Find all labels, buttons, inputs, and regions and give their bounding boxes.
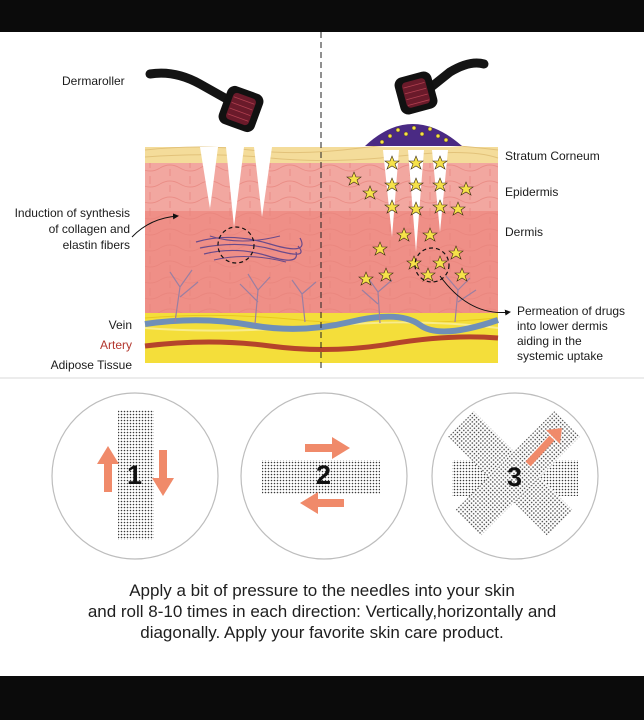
collagen-fibers <box>195 226 303 264</box>
dermaroller-left-icon <box>145 68 264 133</box>
vein-label: Vein <box>108 318 132 332</box>
drug-blob <box>365 124 462 146</box>
arrow-right-icon <box>305 437 350 459</box>
caption-line-3: diagonally. Apply your favorite skin car… <box>140 623 504 642</box>
artery-line <box>144 334 499 353</box>
skin-diagram <box>0 32 644 560</box>
step-1 <box>51 392 219 560</box>
step-3-number: 3 <box>507 462 523 492</box>
artery-label: Artery <box>99 338 132 352</box>
epidermis-label: Epidermis <box>505 185 559 199</box>
vessels <box>144 269 499 353</box>
arrow-up-icon <box>97 446 119 492</box>
bottom-letterbox <box>0 676 644 720</box>
permeation-label-2: into lower dermis <box>517 319 608 333</box>
arrow-down-icon <box>152 450 174 496</box>
dermis-label: Dermis <box>505 225 543 239</box>
induction-label-2: of collagen and <box>48 222 130 236</box>
step-1-number: 1 <box>127 460 143 490</box>
diagram-panel: Dermaroller Induction of synthesis of co… <box>0 32 644 676</box>
instructions-caption: Apply a bit of pressure to the needles i… <box>20 580 624 643</box>
caption-line-1: Apply a bit of pressure to the needles i… <box>129 581 515 600</box>
drug-particles <box>346 155 474 286</box>
stratum-label: Stratum Corneum <box>505 149 600 163</box>
needle-holes-left <box>200 147 272 227</box>
needle-holes-right <box>383 150 448 252</box>
arrow-diagonal-icon <box>525 428 562 467</box>
step-2 <box>240 392 408 560</box>
pointers <box>131 213 511 316</box>
induction-label-1: Induction of synthesis <box>14 206 130 220</box>
permeation-label-4: systemic uptake <box>517 349 604 363</box>
caption-line-2: and roll 8-10 times in each direction: V… <box>87 602 557 621</box>
dermaroller-right-icon <box>394 58 489 115</box>
permeation-label-3: aiding in the <box>517 334 582 348</box>
permeation-label-1: Permeation of drugs <box>517 304 626 318</box>
step-2-number: 2 <box>316 460 332 490</box>
permeation-circle <box>414 247 450 283</box>
adipose-label: Adipose Tissue <box>50 358 132 372</box>
arrow-left-icon <box>300 492 344 514</box>
induction-label-3: elastin fibers <box>62 238 130 252</box>
dermaroller-label: Dermaroller <box>62 74 125 88</box>
step-3 <box>431 392 599 560</box>
vein-line <box>144 313 499 335</box>
top-letterbox <box>0 0 644 32</box>
